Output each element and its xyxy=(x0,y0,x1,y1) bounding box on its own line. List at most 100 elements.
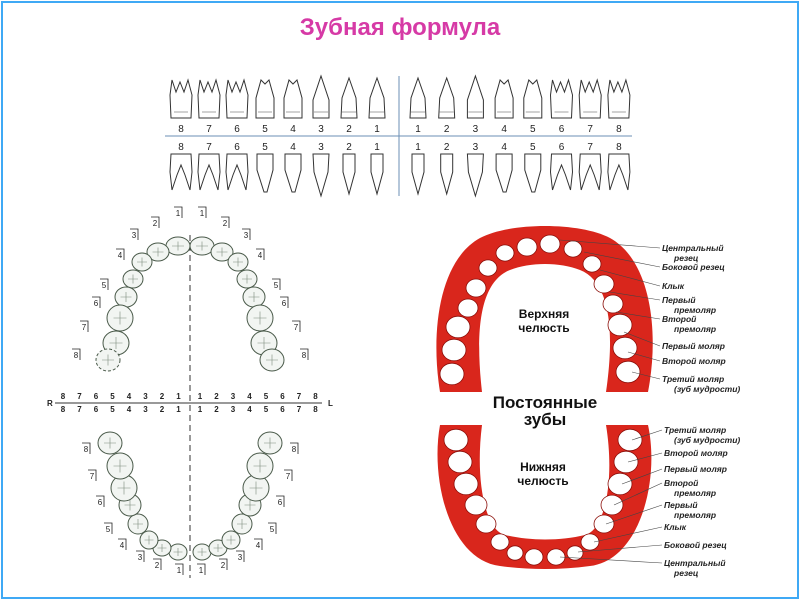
upper-tooth-number: 8 xyxy=(178,124,184,135)
lower-tooth-label: премоляр xyxy=(674,488,716,498)
upper-arch-tooth-right-fissure xyxy=(120,292,132,302)
upper-box-label: 6 xyxy=(282,299,287,308)
lower-leader-line xyxy=(613,482,663,506)
lower-tooth-number: 2 xyxy=(444,142,450,153)
arch-row-bottom-number: 4 xyxy=(127,405,132,414)
upper-leader-line xyxy=(559,239,661,249)
lower-arch-tooth-right-fissure xyxy=(104,437,116,449)
upper-number-box xyxy=(256,248,265,260)
upper-permanent-tooth xyxy=(602,294,624,314)
lower-permanent-tooth xyxy=(447,450,473,474)
lower-tooth-label: Первый моляр xyxy=(664,464,727,474)
upper-arch-tooth-left-fissure xyxy=(233,257,243,267)
upper-formula-tooth xyxy=(225,78,249,119)
lower-permanent-tooth xyxy=(580,533,600,551)
upper-number-box xyxy=(80,320,89,332)
arch-row-top-number: 4 xyxy=(247,392,252,401)
lower-leader-line xyxy=(605,504,663,525)
lower-formula-tooth xyxy=(495,153,513,193)
upper-tooth-label: Второй xyxy=(662,314,697,324)
upper-leader-line xyxy=(615,311,661,320)
arch-row-top-number: 2 xyxy=(160,392,165,401)
lower-box-label: 7 xyxy=(90,472,95,481)
upper-permanent-tooth xyxy=(441,338,467,362)
upper-permanent-tooth xyxy=(445,315,471,339)
upper-permanent-tooth xyxy=(593,274,615,294)
arch-row-bottom-number: 2 xyxy=(160,405,165,414)
upper-jaw-label: челюсть xyxy=(518,321,569,335)
lower-formula-tooth xyxy=(549,153,574,191)
upper-permanent-tooth xyxy=(615,360,641,384)
upper-number-box xyxy=(292,320,301,332)
upper-leader-line xyxy=(631,371,661,380)
lower-tooth-number: 3 xyxy=(318,142,324,153)
lower-tooth-number: 1 xyxy=(415,142,421,153)
upper-formula-tooth xyxy=(549,78,574,119)
lower-arch-tooth-left-fissure xyxy=(244,499,256,511)
upper-tooth-label: Клык xyxy=(662,281,685,291)
lower-tooth-number: 3 xyxy=(473,142,479,153)
upper-arch-tooth-right-fissure xyxy=(102,354,114,366)
arch-row-bottom-number: 6 xyxy=(280,405,285,414)
permanent-teeth-diagram: ВерхняячелюстьПостоянныезубыНижняячелюст… xyxy=(436,226,740,578)
lower-number-box xyxy=(136,550,145,562)
arch-row-bottom-number: 2 xyxy=(214,405,219,414)
upper-number-box xyxy=(221,216,230,228)
upper-tooth-number: 7 xyxy=(206,124,212,135)
lower-number-box xyxy=(236,550,245,562)
upper-permanent-tooth xyxy=(612,336,638,360)
arch-row-bottom-number: 5 xyxy=(264,405,269,414)
arch-row-bottom-number: 1 xyxy=(176,405,181,414)
arch-row-top-number: 8 xyxy=(313,392,318,401)
lower-number-box xyxy=(276,495,285,507)
arch-right-label: R xyxy=(47,399,53,408)
arch-row-top-number: 2 xyxy=(214,392,219,401)
lower-box-label: 2 xyxy=(155,561,160,570)
lower-number-box xyxy=(153,558,162,570)
upper-number-box xyxy=(280,296,289,308)
upper-tooth-label: Третий моляр xyxy=(662,374,724,384)
lower-box-label: 1 xyxy=(199,566,204,575)
lower-formula-tooth xyxy=(225,153,249,191)
lower-arch-tooth-left-fissure xyxy=(237,519,247,529)
lower-tooth-number: 2 xyxy=(346,142,352,153)
upper-tooth-label: Первый моляр xyxy=(662,341,725,351)
lower-box-label: 5 xyxy=(106,525,111,534)
lower-formula-tooth xyxy=(466,153,484,198)
lower-tooth-label: Второй xyxy=(664,478,699,488)
lower-permanent-tooth xyxy=(600,494,624,516)
lower-formula-tooth xyxy=(411,153,425,196)
lower-number-box xyxy=(219,558,228,570)
lower-leader-line xyxy=(627,452,663,463)
lower-number-box xyxy=(82,442,91,454)
lower-leader-line xyxy=(559,556,663,564)
lower-box-label: 4 xyxy=(256,541,261,550)
lower-leader-line xyxy=(593,526,663,543)
lower-arch-tooth-right-fissure xyxy=(144,535,154,545)
lower-tooth-label: резец xyxy=(673,568,699,578)
upper-arch-tooth-right-fissure xyxy=(128,274,138,284)
lower-number-box xyxy=(290,442,299,454)
arch-row-bottom-number: 6 xyxy=(94,405,99,414)
lower-tooth-label: Третий моляр xyxy=(664,425,726,435)
upper-tooth-number: 1 xyxy=(415,124,421,135)
upper-box-label: 3 xyxy=(244,231,249,240)
upper-permanent-tooth xyxy=(539,234,561,254)
lower-tooth-number: 7 xyxy=(587,142,593,153)
lower-tooth-label: Боковой резец xyxy=(664,540,727,550)
upper-number-box xyxy=(116,248,125,260)
arch-row-top-number: 1 xyxy=(198,392,203,401)
upper-formula-tooth xyxy=(283,79,303,119)
lower-number-box xyxy=(88,469,97,481)
upper-box-label: 3 xyxy=(132,231,137,240)
center-title: Постоянные xyxy=(493,393,598,412)
arch-row-bottom-number: 7 xyxy=(297,405,302,414)
upper-tooth-number: 4 xyxy=(290,124,296,135)
upper-arch-tooth-right-fissure xyxy=(113,311,127,325)
upper-formula-tooth xyxy=(169,78,193,119)
upper-leader-line xyxy=(609,291,661,301)
upper-box-label: 4 xyxy=(258,251,263,260)
upper-number-box xyxy=(272,278,281,290)
upper-arch-tooth-right-fissure xyxy=(137,257,147,267)
